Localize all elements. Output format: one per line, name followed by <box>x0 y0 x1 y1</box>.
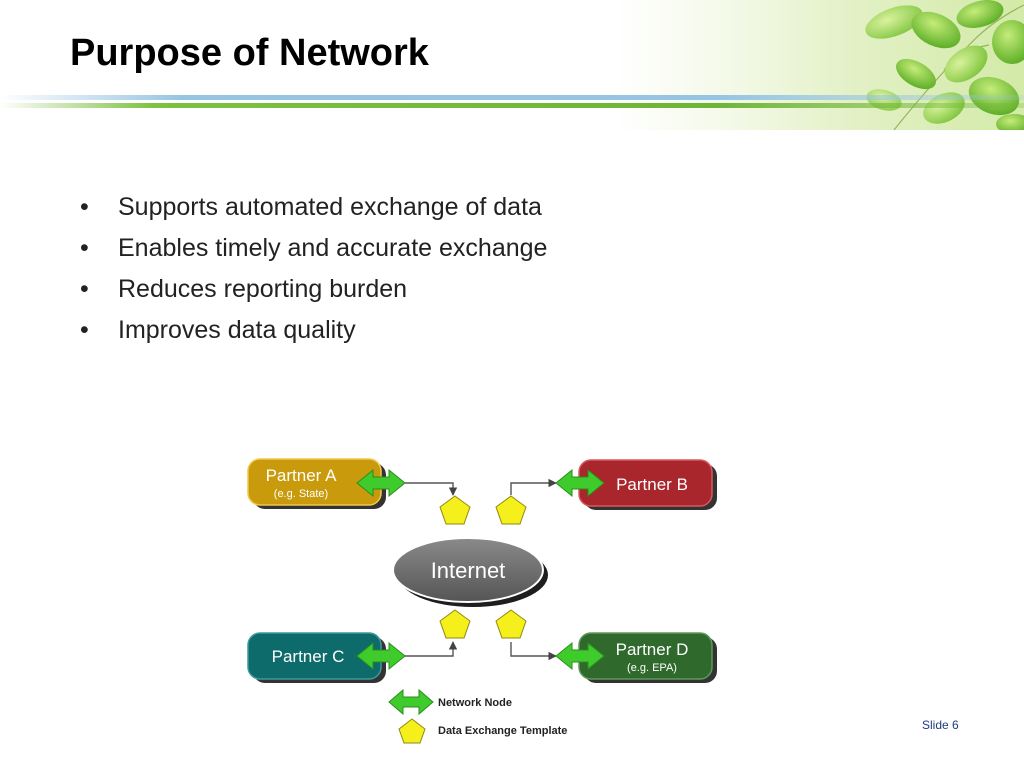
partner-c-label: Partner C <box>272 647 345 666</box>
double-arrow-icon <box>356 641 406 671</box>
connector-lines <box>405 478 557 661</box>
pentagon-icon <box>439 495 471 525</box>
bullet-marker: • <box>80 193 89 221</box>
bullet-text: Supports automated exchange of data <box>118 193 542 221</box>
double-arrow-icon <box>555 641 605 671</box>
connector-d <box>510 642 557 661</box>
slide-number: Slide 6 <box>922 718 959 732</box>
leaves-decoration <box>865 0 1024 130</box>
header-rule-blue <box>0 95 1024 100</box>
legend-template-label: Data Exchange Template <box>438 725 567 737</box>
header-rule-green <box>0 103 1024 108</box>
bullet-marker: • <box>80 316 89 344</box>
partner-d-note: (e.g. EPA) <box>627 662 677 674</box>
network-node-icons <box>356 468 605 671</box>
legend-pentagon-icon <box>398 718 426 744</box>
header-band <box>0 0 1024 130</box>
partner-c-box: Partner C <box>247 632 386 683</box>
bullet-marker: • <box>80 234 89 262</box>
hub-label: Internet <box>431 558 506 583</box>
partner-d-box: Partner D (e.g. EPA) <box>578 632 717 683</box>
bullet-text: Reduces reporting burden <box>118 275 408 303</box>
double-arrow-icon <box>356 468 406 498</box>
pentagon-icon <box>495 495 527 525</box>
partner-a-note: (e.g. State) <box>274 488 328 500</box>
connector-b <box>510 478 557 495</box>
legend-double-arrow-icon <box>388 688 434 716</box>
network-diagram: Internet Partner A (e.g. State) Partner … <box>247 458 717 744</box>
double-arrow-icon <box>555 468 605 498</box>
pentagon-icon <box>439 609 471 639</box>
pentagon-icon <box>495 609 527 639</box>
bullet-text: Enables timely and accurate exchange <box>118 234 548 262</box>
partner-d-label: Partner D <box>616 640 689 659</box>
slide-title: Purpose of Network <box>70 32 429 74</box>
partner-b-label: Partner B <box>616 475 688 494</box>
partner-a-label: Partner A <box>266 466 338 485</box>
partner-b-box: Partner B <box>578 459 717 510</box>
connector-a <box>405 482 458 496</box>
diagram-legend: Network Node Data Exchange Template <box>388 688 567 744</box>
bullet-text: Improves data quality <box>118 316 356 344</box>
bullet-marker: • <box>80 275 89 303</box>
internet-hub: Internet <box>392 537 548 607</box>
legend-node-label: Network Node <box>438 697 512 709</box>
template-icons <box>439 495 527 639</box>
connector-c <box>405 641 458 657</box>
